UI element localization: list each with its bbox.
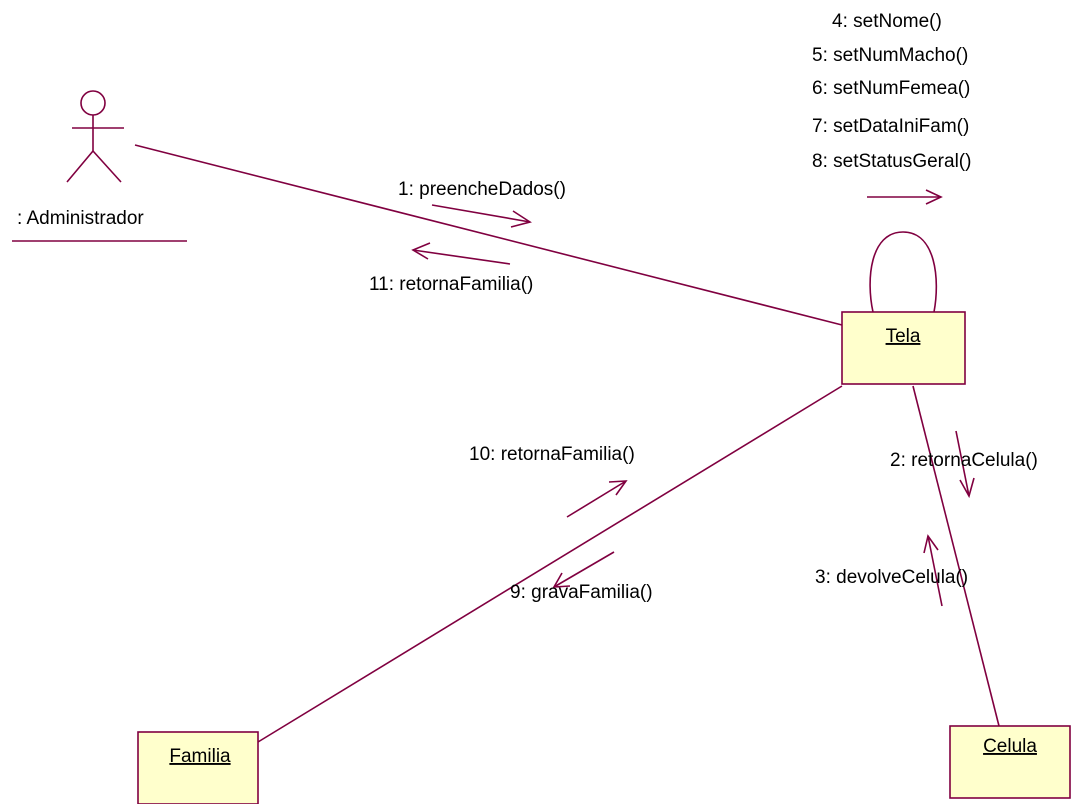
object-familia-label: Familia xyxy=(169,746,231,767)
message-arrow-10 xyxy=(566,480,628,518)
object-familia[interactable]: Familia xyxy=(137,731,259,804)
message-arrow-self xyxy=(867,189,943,205)
message-arrow-2 xyxy=(955,430,975,499)
link-tela-familia xyxy=(257,385,843,743)
object-celula-box xyxy=(949,725,1071,799)
link-tela-self xyxy=(869,231,938,313)
message-label-2: 2: retornaCelula() xyxy=(890,450,1038,471)
message-label-11: 11: retornaFamilia() xyxy=(369,274,533,295)
object-tela-label: Tela xyxy=(886,326,921,347)
message-label-3: 3: devolveCelula() xyxy=(815,567,968,588)
object-tela[interactable]: Tela xyxy=(841,311,966,385)
message-label-9: 9: gravaFamilia() xyxy=(510,582,653,603)
actor-left-leg xyxy=(66,150,94,183)
message-arrow-3 xyxy=(923,534,943,607)
message-arrow-11 xyxy=(411,242,511,265)
message-label-7: 7: setDataIniFam() xyxy=(812,116,969,137)
message-arrow-9 xyxy=(552,551,615,588)
object-familia-box xyxy=(137,731,259,804)
message-label-5: 5: setNumMacho() xyxy=(812,45,968,66)
object-celula-label: Celula xyxy=(983,736,1037,757)
message-label-8: 8: setStatusGeral() xyxy=(812,151,971,172)
message-arrow-1 xyxy=(431,204,532,228)
actor-right-leg xyxy=(92,150,122,183)
actor-label: : Administrador xyxy=(17,208,144,229)
message-label-4: 4: setNome() xyxy=(832,11,942,32)
object-tela-box xyxy=(841,311,966,385)
link-tela-celula xyxy=(912,385,1000,727)
actor-administrador[interactable]: : Administrador xyxy=(12,90,187,242)
message-label-1: 1: preencheDados() xyxy=(398,179,566,200)
message-label-6: 6: setNumFemea() xyxy=(812,78,970,99)
message-label-10: 10: retornaFamilia() xyxy=(469,444,635,465)
link-administrador-tela xyxy=(134,144,843,326)
actor-head xyxy=(80,90,106,116)
object-celula[interactable]: Celula xyxy=(949,725,1071,799)
